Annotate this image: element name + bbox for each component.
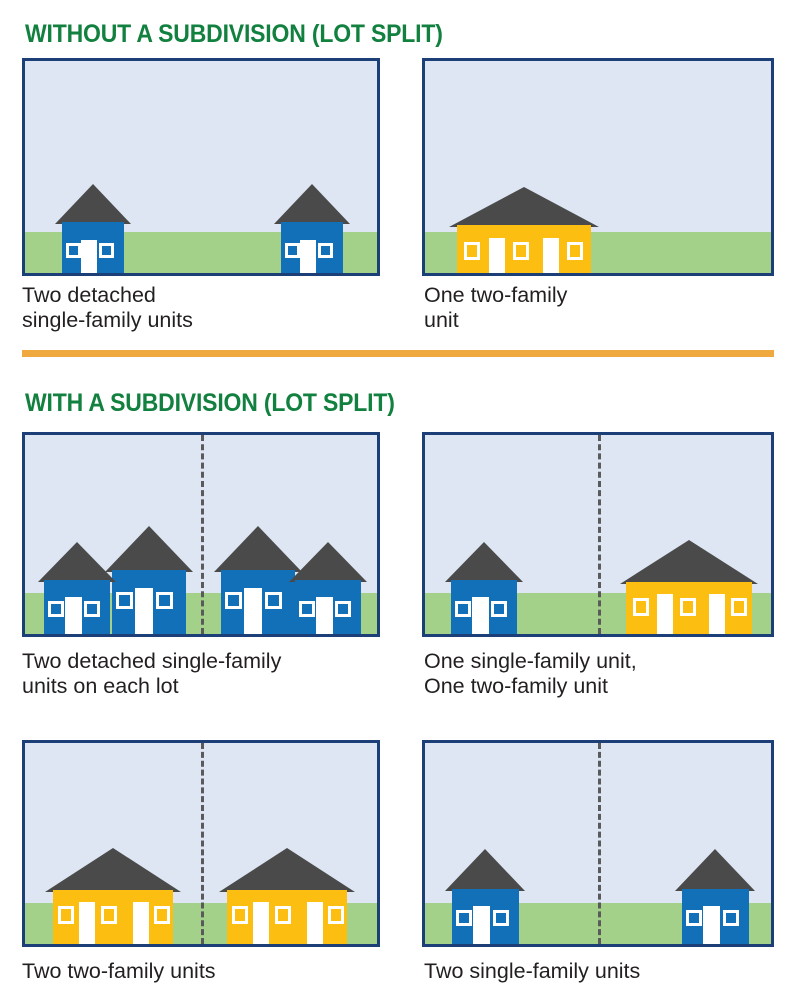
- section-heading-with-subdivision: WITH A SUBDIVISION (LOT SPLIT): [25, 389, 395, 417]
- lot-panel-one-two-family: [422, 58, 774, 276]
- house-single-family-blue: [272, 178, 352, 273]
- lot-split-line: [201, 743, 204, 944]
- caption-lot-5: Two two-family units: [22, 959, 216, 983]
- lot-split-line: [201, 435, 204, 634]
- caption-lot-6: Two single-family units: [424, 959, 641, 983]
- house-single-family-blue: [34, 538, 120, 634]
- house-single-family-blue: [441, 845, 529, 944]
- lot-panel-two-detached-single-family: [22, 58, 380, 276]
- house-two-family-yellow: [615, 536, 763, 634]
- lot-panel-two-detached-per-lot: [22, 432, 380, 637]
- house-single-family-blue: [285, 538, 371, 634]
- caption-lot-1: Two detached single-family units: [22, 283, 193, 332]
- house-two-family-yellow: [215, 844, 359, 944]
- section-heading-without-subdivision: WITHOUT A SUBDIVISION (LOT SPLIT): [25, 20, 443, 48]
- lot-panel-two-single-family: [422, 740, 774, 947]
- lot-panel-two-two-family: [22, 740, 380, 947]
- lot-split-line: [598, 435, 601, 634]
- house-single-family-blue: [441, 538, 527, 634]
- house-single-family-blue: [210, 522, 306, 634]
- lot-split-line: [598, 743, 601, 944]
- house-single-family-blue: [671, 845, 759, 944]
- house-two-family-yellow: [41, 844, 185, 944]
- caption-lot-2: One two-family unit: [424, 283, 568, 332]
- caption-lot-3: Two detached single-family units on each…: [22, 649, 282, 698]
- section-divider-rule: [22, 350, 774, 357]
- caption-lot-4: One single-family unit, One two-family u…: [424, 649, 637, 698]
- house-single-family-blue: [101, 522, 197, 634]
- lot-panel-single-plus-two-family: [422, 432, 774, 637]
- house-two-family-yellow: [444, 181, 604, 273]
- house-single-family-blue: [53, 178, 133, 273]
